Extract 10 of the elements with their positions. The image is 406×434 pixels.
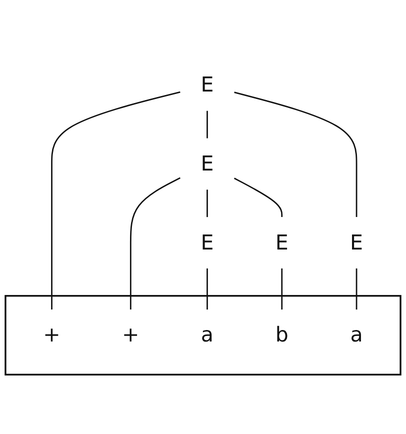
symbol-label: E — [350, 230, 364, 255]
symbol-label: b — [275, 323, 288, 348]
symbol-label: E — [275, 230, 288, 255]
symbol-label: a — [350, 323, 363, 348]
symbol-label: E — [200, 73, 214, 98]
symbol-label: E — [200, 152, 214, 176]
symbol-label: a — [200, 323, 214, 348]
symbol-label: + — [122, 323, 140, 348]
symbol-label: + — [43, 323, 60, 348]
symbol-label: E — [200, 230, 214, 255]
